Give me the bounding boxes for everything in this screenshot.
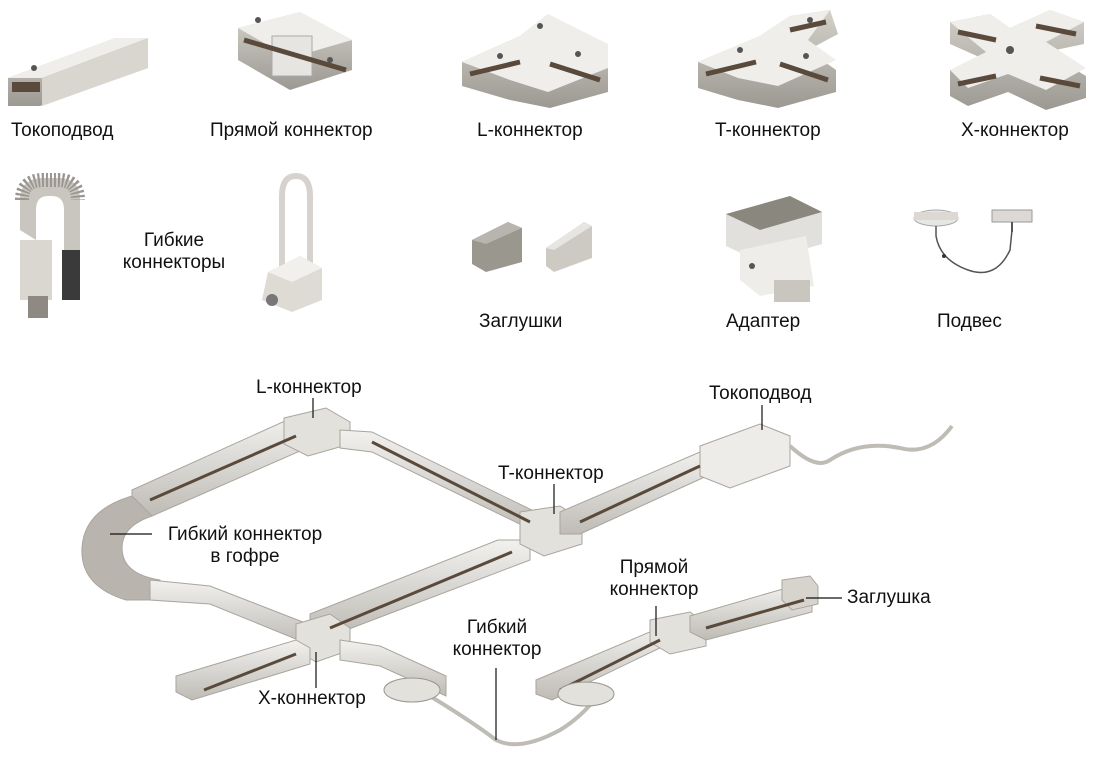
end-caps-image [472,222,592,272]
asm-label-corrugated-flex: Гибкий коннектор в гофре [150,524,340,568]
flex-connector-ends [383,677,615,707]
l-connector-image [462,14,608,108]
asm-label-straight-connector: Прямой коннектор [596,557,712,601]
suspension-image [913,209,1033,274]
label-x-connector: X-коннектор [961,120,1069,141]
label-caps: Заглушки [479,311,563,332]
asm-label-flex-line2: коннектор [452,639,542,660]
adapter-image [726,196,822,302]
straight-connector-image [238,12,352,90]
t-connector-image [698,10,838,108]
label-flex-connectors: Гибкие коннекторы [112,230,236,274]
asm-label-straight-line2: коннектор [609,579,699,600]
asm-label-l-connector: L-коннектор [256,377,362,398]
assembly-rails [81,407,819,701]
asm-label-corrugated-line1: Гибкий коннектор [167,524,323,545]
label-l-connector: L-коннектор [477,120,583,141]
asm-label-flex-line1: Гибкий [466,617,528,638]
asm-label-x-connector: X-коннектор [258,688,366,709]
asm-label-t-connector: T-коннектор [498,463,604,484]
assembly-cables [418,424,954,747]
x-connector-image [950,10,1086,110]
asm-label-end-cap: Заглушка [847,587,931,608]
label-flex-connectors-line1: Гибкие [143,230,205,251]
asm-label-corrugated-line2: в гофре [210,546,280,567]
label-flex-connectors-line2: коннекторы [122,252,226,273]
asm-label-straight-line1: Прямой [619,557,689,578]
leader-lines [110,398,842,740]
label-suspension: Подвес [937,311,1002,332]
assembly-slots [149,434,805,692]
label-straight-connector: Прямой коннектор [210,120,373,141]
feed-part-image [8,38,148,106]
label-adapter: Адаптер [726,311,801,332]
label-feed: Токоподвод [11,120,114,141]
cable-flex-connector-image [262,172,322,312]
corrugated-flex-connector-image [15,173,85,318]
label-t-connector: T-коннектор [715,120,821,141]
asm-label-feed: Токоподвод [709,383,812,404]
asm-label-flex-connector: Гибкий коннектор [440,617,554,661]
